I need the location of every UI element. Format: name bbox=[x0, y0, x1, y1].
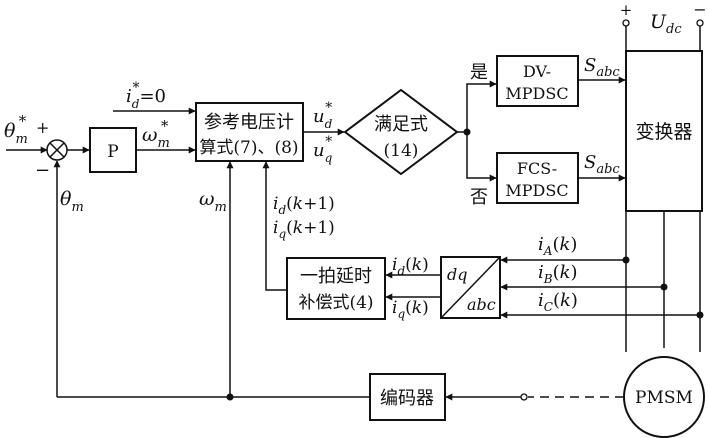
delay-compensation-block bbox=[286, 257, 386, 320]
abc-label: abc bbox=[467, 295, 496, 314]
ref-block-line1: 参考电压计 bbox=[204, 112, 294, 133]
ud-ref-label: ud* bbox=[313, 100, 333, 131]
encoder-coupling-point bbox=[520, 393, 528, 401]
omega-m-label: ωm bbox=[199, 188, 227, 215]
yes-branch-arrow bbox=[466, 80, 497, 132]
id-ref-label: id*=0 bbox=[126, 80, 166, 111]
iq-k1-label: iq(k+1) bbox=[273, 218, 335, 241]
ref-block-line2: 算式(7)、(8) bbox=[199, 138, 298, 158]
iq-k-label: iq(k) bbox=[392, 298, 429, 321]
dc-plus-label: + bbox=[620, 1, 633, 19]
theta-m-label: θm bbox=[60, 188, 84, 215]
ia-label: iA(k) bbox=[538, 234, 577, 258]
id-k-label: id(k) bbox=[392, 255, 429, 278]
theta-ref-label: θm* bbox=[4, 112, 28, 147]
sabc-label-2: Sabc bbox=[584, 152, 620, 177]
dv-line2: MPDSC bbox=[505, 84, 568, 103]
dq-abc-transform-block bbox=[440, 256, 501, 319]
encoder-label: 编码器 bbox=[380, 388, 434, 409]
sum-plus-sign: + bbox=[36, 118, 49, 137]
dv-mpdsc-block bbox=[496, 55, 579, 107]
predicted-current-arrow bbox=[262, 161, 287, 291]
id-k1-label: id(k+1) bbox=[273, 194, 335, 217]
transform-diagonal bbox=[440, 256, 501, 319]
dc-minus-terminal bbox=[696, 19, 704, 27]
dq-label: dq bbox=[447, 265, 467, 284]
condition-line2: (14) bbox=[384, 141, 419, 161]
summing-junction bbox=[46, 139, 68, 161]
p-block-label: P bbox=[107, 142, 118, 162]
yes-label: 是 bbox=[470, 62, 488, 83]
delay-line1: 一拍延时 bbox=[300, 266, 372, 287]
fcs-line1: FCS- bbox=[517, 159, 557, 178]
ib-label: iB(k) bbox=[538, 262, 578, 286]
pmsm-label: PMSM bbox=[635, 388, 693, 408]
no-label: 否 bbox=[470, 187, 488, 208]
dc-plus-terminal bbox=[622, 19, 630, 27]
fcs-line2: MPDSC bbox=[505, 181, 568, 200]
no-branch-arrow bbox=[466, 132, 497, 182]
dc-minus-label: − bbox=[693, 0, 706, 19]
sabc-label-1: Sabc bbox=[584, 55, 620, 80]
converter-label: 变换器 bbox=[635, 121, 692, 143]
ic-label: iC(k) bbox=[538, 290, 578, 314]
uq-ref-label: uq* bbox=[313, 134, 333, 165]
omega-ref-label: ωm* bbox=[142, 117, 170, 151]
condition-line1: 满足式 bbox=[374, 114, 428, 135]
sum-minus-sign: − bbox=[35, 160, 50, 181]
delay-line2: 补偿式(4) bbox=[298, 293, 373, 313]
udc-label: Udc bbox=[650, 11, 682, 37]
dv-line1: DV- bbox=[523, 62, 551, 81]
